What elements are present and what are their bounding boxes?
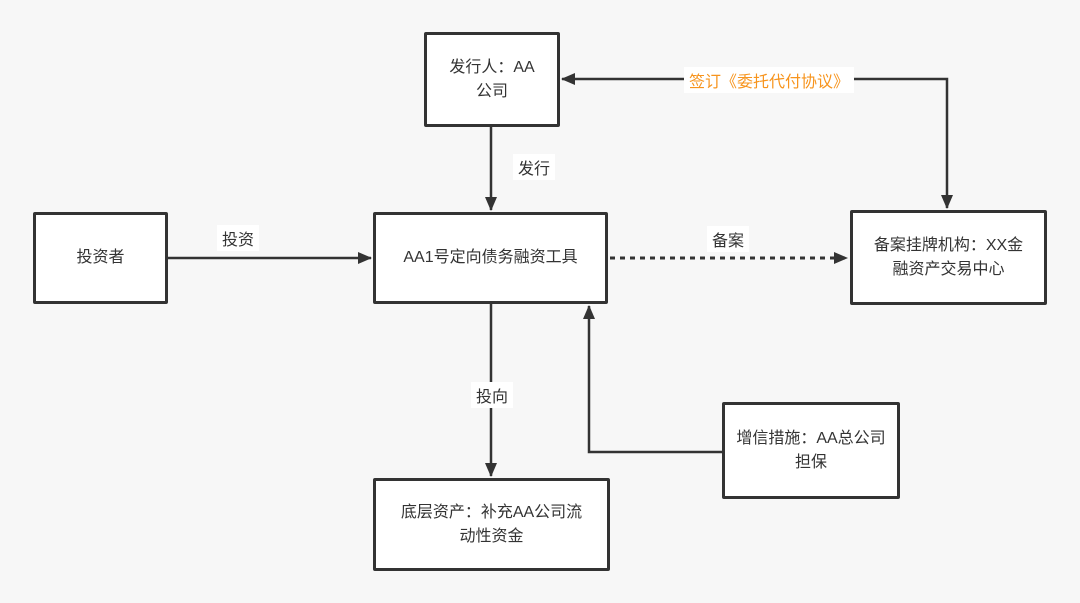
node-filing-org: 备案挂牌机构：XX金 融资产交易中心 <box>850 210 1047 305</box>
node-instrument: AA1号定向债务融资工具 <box>373 212 608 304</box>
edge-label-allocation: 投向 <box>470 382 514 408</box>
edge-label-invest: 投资 <box>216 225 260 251</box>
node-underlying-asset: 底层资产：补充AA公司流 动性资金 <box>373 478 610 571</box>
edge-label-filing: 备案 <box>706 226 750 252</box>
edge-label-agreement: 签订《委托代付协议》 <box>683 67 855 93</box>
edge-label-issue: 发行 <box>512 154 556 180</box>
node-issuer: 发行人：AA 公司 <box>424 32 560 127</box>
node-investor: 投资者 <box>33 212 168 304</box>
edge-agreement-double-arrow <box>561 73 953 209</box>
edge-guarantee-arrow <box>583 305 722 454</box>
node-credit-enhancement: 增信措施：AA总公司 担保 <box>722 402 900 499</box>
